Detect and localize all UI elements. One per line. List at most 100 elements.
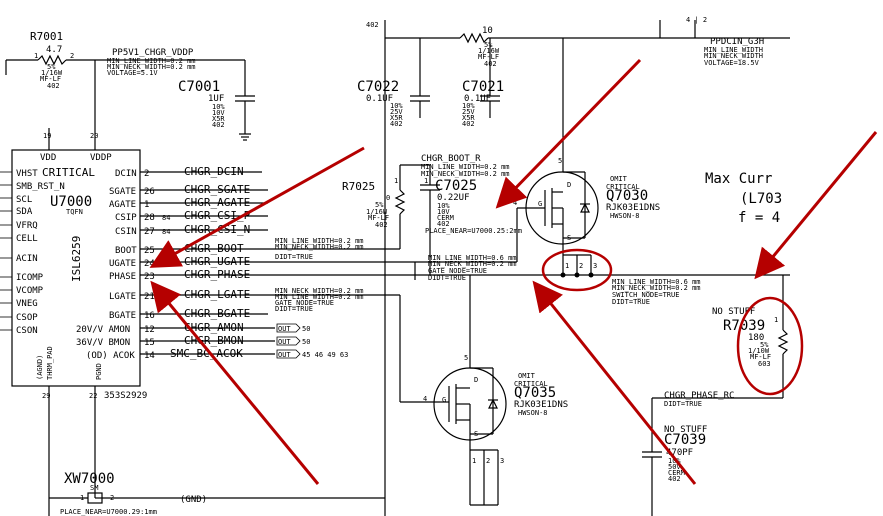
net-ppdcin-label[interactable]: 4 | 2 PPDCIN_G3H MIN_LINE_WIDTH MIN_NECK… — [686, 16, 764, 67]
note-line1: Max Curr — [705, 171, 772, 187]
r7025-resistor[interactable]: R7025 1 0 5% 1/16W MF-LF 402 — [342, 177, 398, 229]
pin-num-26: 26 — [144, 187, 155, 197]
q7030-d: D — [567, 181, 571, 189]
c7025-tol: 10% — [437, 202, 450, 210]
net-chgr-phase[interactable]: CHGR_PHASE — [184, 268, 250, 281]
c7025-capacitor[interactable]: 1 C7025 0.22UF 10% 10V CERM 402 PLACE_NE… — [424, 177, 522, 235]
r7039-pkg: MF-LF — [750, 353, 771, 361]
q7030-pin2: 2 — [579, 262, 583, 270]
net-chgr-sgate[interactable]: CHGR_SGATE — [184, 183, 250, 196]
c7039-v: 50V — [668, 463, 681, 471]
net-smc-bc-acok[interactable]: SMC_BC_ACOK — [170, 347, 243, 360]
xw7000-p1: 1 — [80, 494, 84, 502]
r7039-resistor[interactable]: NO STUFF R7039 1 180 5% 1/10W MF-LF 603 — [712, 275, 789, 398]
ppdcin-pins: 4 | 2 — [686, 16, 707, 24]
c7039-nostuff: NO STUFF — [664, 425, 707, 435]
arrow-phase-icon — [532, 280, 697, 485]
net-chgr-csi-p[interactable]: CHGR_CSI_P — [184, 209, 251, 222]
r7001-tol: 5% — [47, 63, 56, 71]
u7000-pin-vneg: VNEG — [16, 299, 38, 309]
pin-num-16: 16 — [144, 311, 155, 321]
red-annotations — [149, 58, 878, 485]
u7000-pin-vcomp: VCOMP — [16, 286, 44, 296]
c7001-v: 10V — [212, 109, 225, 117]
u7000-pin-agate: AGATE — [109, 200, 136, 210]
top-r-size: 402 — [366, 21, 379, 29]
q7030-pin4: 4 — [513, 199, 517, 207]
net-chgr-amon[interactable]: CHGR_AMON — [184, 321, 244, 334]
c7025-place: PLACE_NEAR=U7000.25:2mm — [425, 227, 522, 235]
r7001-size: 402 — [47, 82, 60, 90]
xw7000-shortwire[interactable]: XW7000 SM 1 2 (GND) PLACE_NEAR=U7000.29:… — [49, 471, 385, 516]
phase-rc-net: CHGR_PHASE_RC DIDT=TRUE — [642, 391, 783, 516]
q7030-mosfet[interactable]: G D S 4 5 1 2 3 OMIT CRITICAL Q7030 RJK0… — [513, 38, 660, 278]
q7035-pin1: 1 — [472, 457, 476, 465]
phase-prop4: DIDT=TRUE — [612, 298, 650, 306]
r7039-nostuff: NO STUFF — [712, 307, 755, 317]
pin-num-14: 14 — [144, 351, 155, 361]
net-chgr-bmon[interactable]: CHGR_BMON — [184, 334, 244, 347]
boot-r-p2: MIN_NECK_WIDTH=0.2 mm — [421, 170, 510, 178]
c7001-capacitor[interactable]: C7001 1UF 10% 10V X5R 402 — [178, 60, 255, 141]
csin-page-ref: 84 — [162, 228, 170, 236]
r7039-pin1: 1 — [774, 316, 778, 324]
c7025-d: CERM — [437, 214, 454, 222]
net-chgr-ugate[interactable]: CHGR_UGATE — [184, 255, 250, 268]
r7001-resistor[interactable]: R7001 4.7 1 2 5% 1/16W MF-LF 402 — [5, 30, 110, 128]
xw7000-place: PLACE_NEAR=U7000.29:1mm — [60, 508, 157, 516]
c7021-capacitor[interactable]: C7021 0.1UF 10% 25V X5R 402 — [462, 38, 504, 128]
u7000-critical: CRITICAL — [42, 166, 95, 179]
u7000-pin-acin: ACIN — [16, 254, 38, 264]
net-chgr-bgate[interactable]: CHGR_BGATE — [184, 307, 250, 320]
boot-prop3: DIDT=TRUE — [275, 253, 313, 261]
net-chgr-agate[interactable]: CHGR_AGATE — [184, 196, 250, 209]
q7030-pin1: 1 — [565, 262, 569, 270]
amon-refs: 50 — [302, 325, 310, 333]
top-r-val: 10 — [482, 26, 493, 36]
q7035-part: RJK03E1DNS — [514, 400, 568, 410]
lgate-network: MIN_NECK_WIDTH=0.2 mm MIN_LINE_WIDTH=0.2… — [275, 287, 440, 403]
q7035-pin2: 2 — [486, 457, 490, 465]
net-boot-r-label[interactable]: CHGR_BOOT_R MIN_LINE_WIDTH=0.2 mm MIN_NE… — [421, 154, 510, 178]
circle-q7030-pins-icon — [541, 248, 613, 292]
r7025-pin: 1 — [394, 177, 398, 185]
lgate-prop1: MIN_NECK_WIDTH=0.2 mm — [275, 287, 364, 295]
r7001-p2: 2 — [70, 52, 74, 60]
q7035-pin4: 4 — [423, 395, 427, 403]
u7000-pin-smb-rst-n: SMB_RST_N — [16, 182, 65, 192]
q7035-mosfet[interactable]: G D S 4 5 1 2 3 OMIT CRITICAL Q7035 RJK0… — [423, 275, 568, 506]
c7022-val: 0.1UF — [366, 94, 393, 104]
c7025-v: 10V — [437, 208, 450, 216]
lgate-prop3: GATE_NODE=TRUE — [275, 299, 334, 307]
r7001-ref: R7001 — [30, 30, 63, 43]
net-chgr-dcin[interactable]: CHGR_DCIN — [184, 165, 244, 178]
ppdcin-p3: VOLTAGE=18.5V — [704, 59, 760, 67]
phase-rc-name[interactable]: CHGR_PHASE_RC — [664, 391, 734, 401]
c7022-capacitor[interactable]: C7022 0.1UF 10% 25V X5R 402 — [357, 38, 430, 128]
pin-num-2: 2 — [144, 169, 149, 179]
u7000-thrm: THRM_PAD — [46, 346, 54, 380]
ugate-prop4: DIDT=TRUE — [428, 274, 466, 282]
top-r-tol: 5% — [484, 41, 493, 49]
c7021-v: 25V — [462, 108, 475, 116]
r7025-ref: R7025 — [342, 180, 375, 193]
u7000-vddp: VDDP — [90, 153, 112, 163]
q7030-omit: OMIT — [610, 175, 628, 183]
pin-num-15: 15 — [144, 338, 155, 348]
u7000-ic[interactable]: 19 20 VDD VDDP CRITICAL U7000 TQFN ISL62… — [0, 128, 147, 516]
c7039-val: 470PF — [666, 448, 693, 458]
c7021-ref: C7021 — [462, 79, 504, 95]
u7000-pin-acok: (OD) ACOK — [86, 351, 135, 361]
net-chgr-lgate[interactable]: CHGR_LGATE — [184, 288, 250, 301]
u7000-pin-sda: SDA — [16, 207, 33, 217]
q7030-pin3: 3 — [593, 262, 597, 270]
out-flag-bmon: OUT — [278, 338, 291, 346]
ppdcin-p1: MIN_LINE_WIDTH — [704, 46, 763, 54]
phase-node: MIN_LINE_WIDTH=0.6 mm MIN_NECK_WIDTH=0.2… — [262, 254, 790, 306]
r7025-val: 0 — [386, 194, 390, 202]
arrow-ugate-icon — [149, 146, 365, 268]
pp5v1-prop1: MIN_LINE_WIDTH=0.2 mm — [107, 57, 196, 65]
net-chgr-boot[interactable]: CHGR_BOOT — [184, 242, 244, 255]
net-pp5v1-label[interactable]: PP5V1_CHGR_VDDP MIN_LINE_WIDTH=0.2 mm MI… — [107, 48, 245, 77]
c7039-ref: C7039 — [664, 432, 706, 448]
